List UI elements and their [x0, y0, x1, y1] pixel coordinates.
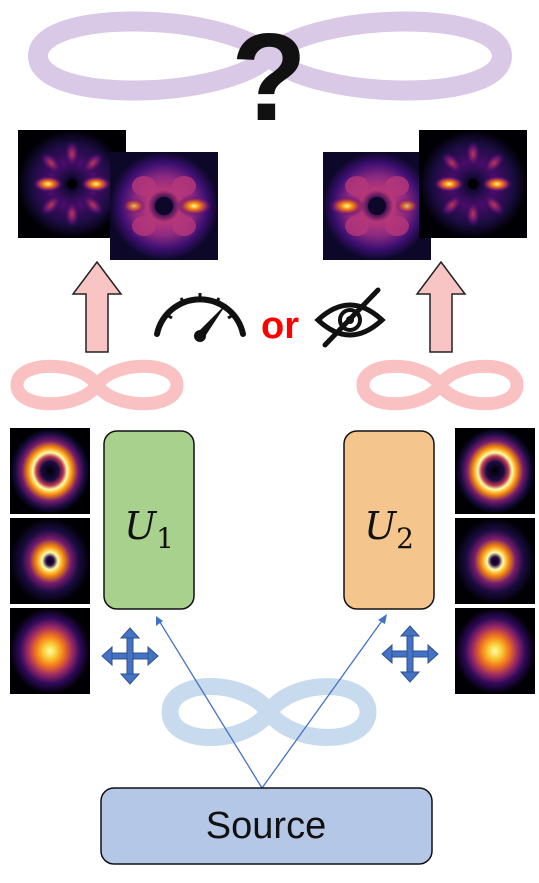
beam-line-right: [261, 614, 387, 789]
unitary-2-label: U2: [364, 504, 414, 555]
input-image-right-1: [455, 428, 535, 514]
up-arrow-left: [71, 260, 123, 353]
top-infinity-symbol: [28, 11, 512, 101]
input-image-right-2: [455, 518, 535, 604]
output-image-left-front: [110, 152, 218, 260]
source-infinity-symbol: [161, 678, 377, 746]
four-way-arrow-icon-left: [101, 627, 159, 685]
unitary-2-box: U2: [343, 430, 435, 610]
output-image-left-back: [18, 130, 126, 238]
source-box: Source: [100, 787, 433, 865]
input-image-left-1: [10, 428, 90, 514]
question-mark: ?: [231, 9, 307, 147]
eye-slash-icon: [314, 287, 386, 348]
four-way-arrow-icon-right: [381, 625, 439, 683]
unitary-1-label: U1: [124, 504, 174, 555]
up-arrow-right: [415, 260, 467, 353]
left-infinity-symbol: [10, 359, 184, 411]
speedometer-icon: [154, 293, 246, 342]
source-label: Source: [206, 805, 326, 847]
or-text: or: [261, 305, 299, 347]
right-infinity-symbol: [356, 359, 524, 411]
unitary-1-box: U1: [103, 430, 195, 610]
output-image-right-back: [323, 152, 431, 260]
input-image-left-2: [10, 518, 90, 604]
input-image-left-3: [10, 608, 90, 694]
output-image-right-front: [419, 130, 527, 238]
beam-line-left: [156, 616, 263, 789]
input-image-right-3: [455, 608, 535, 694]
